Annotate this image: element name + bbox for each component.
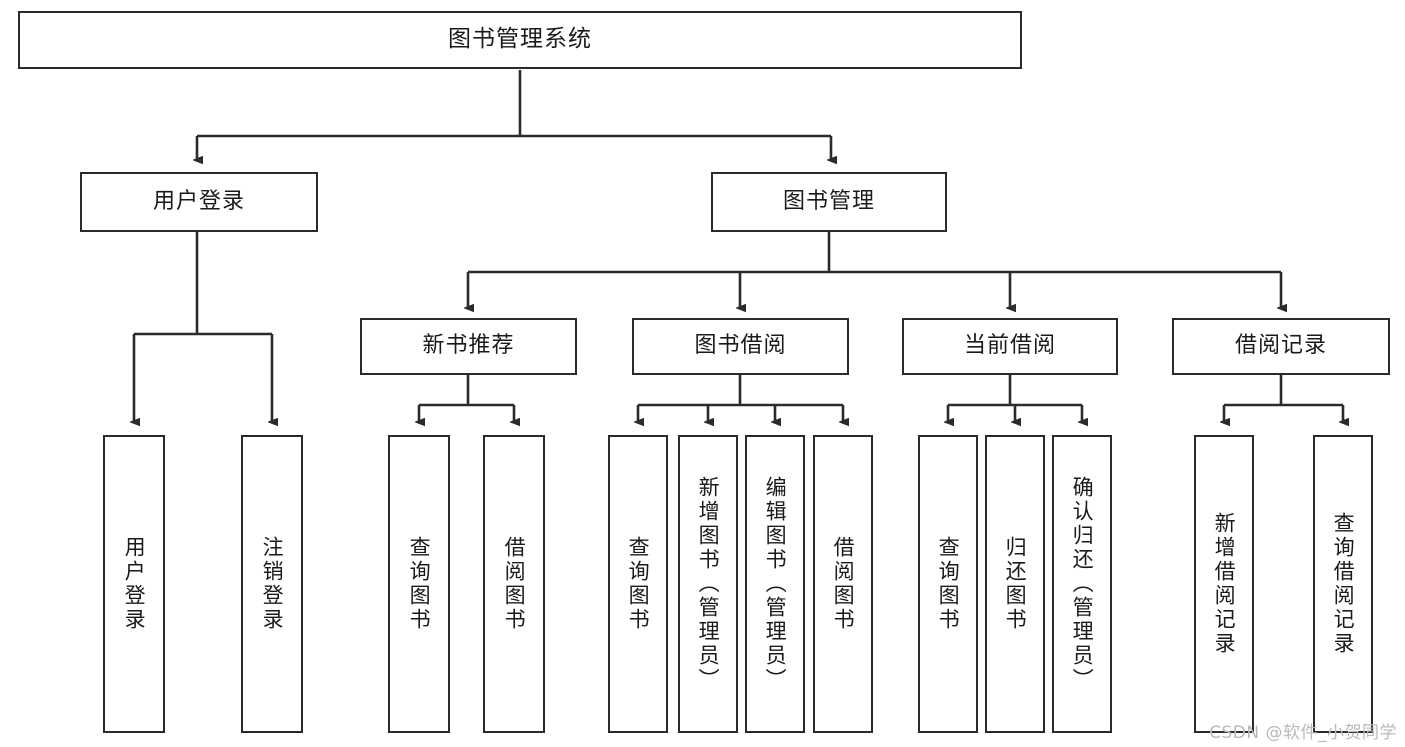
node-borrow-record[interactable]: 借阅记录 — [1172, 318, 1390, 375]
leaf-current-borrow-return[interactable]: 归还图书 — [985, 435, 1045, 733]
leaf-user-login-logout[interactable]: 注销登录 — [241, 435, 303, 733]
node-label: 查询借阅记录 — [1331, 512, 1356, 656]
csdn-watermark: CSDN @软件_小贺同学 — [1209, 723, 1397, 743]
node-label: 图书借阅 — [694, 333, 787, 359]
node-label: 查询图书 — [407, 536, 432, 632]
node-label: 新书推荐 — [422, 333, 515, 359]
node-book-management[interactable]: 图书管理 — [711, 172, 947, 232]
node-label: 当前借阅 — [963, 333, 1056, 359]
leaf-borrow-record-query[interactable]: 查询借阅记录 — [1313, 435, 1373, 733]
node-label: 用户登录 — [122, 536, 147, 632]
node-label: 注销登录 — [260, 536, 285, 632]
leaf-current-borrow-query[interactable]: 查询图书 — [918, 435, 978, 733]
node-book-borrow[interactable]: 图书借阅 — [632, 318, 849, 375]
node-label: 新增图书（管理员） — [696, 476, 721, 692]
node-label: 图书管理系统 — [448, 26, 592, 53]
node-current-borrow[interactable]: 当前借阅 — [902, 318, 1118, 375]
node-root-library-system[interactable]: 图书管理系统 — [18, 11, 1022, 69]
leaf-current-borrow-confirm-return-admin[interactable]: 确认归还（管理员） — [1052, 435, 1112, 733]
node-label: 新增借阅记录 — [1212, 512, 1237, 656]
leaf-book-borrow-query[interactable]: 查询图书 — [608, 435, 668, 733]
node-label: 查询图书 — [936, 536, 961, 632]
node-label: 查询图书 — [626, 536, 651, 632]
leaf-user-login-login[interactable]: 用户登录 — [103, 435, 165, 733]
node-label: 编辑图书（管理员） — [763, 476, 788, 692]
node-label: 归还图书 — [1003, 536, 1028, 632]
node-label: 图书管理 — [782, 188, 875, 214]
node-label: 借阅记录 — [1234, 333, 1327, 359]
leaf-new-book-query[interactable]: 查询图书 — [388, 435, 450, 733]
node-label: 借阅图书 — [502, 536, 527, 632]
leaf-book-borrow-add-admin[interactable]: 新增图书（管理员） — [678, 435, 738, 733]
leaf-book-borrow-borrow[interactable]: 借阅图书 — [813, 435, 873, 733]
node-label: 借阅图书 — [831, 536, 856, 632]
node-label: 确认归还（管理员） — [1070, 476, 1095, 692]
leaf-book-borrow-edit-admin[interactable]: 编辑图书（管理员） — [745, 435, 805, 733]
node-user-login[interactable]: 用户登录 — [80, 172, 318, 232]
leaf-new-book-borrow[interactable]: 借阅图书 — [483, 435, 545, 733]
leaf-borrow-record-add[interactable]: 新增借阅记录 — [1194, 435, 1254, 733]
node-label: 用户登录 — [152, 188, 245, 214]
node-new-book-recommend[interactable]: 新书推荐 — [360, 318, 577, 375]
